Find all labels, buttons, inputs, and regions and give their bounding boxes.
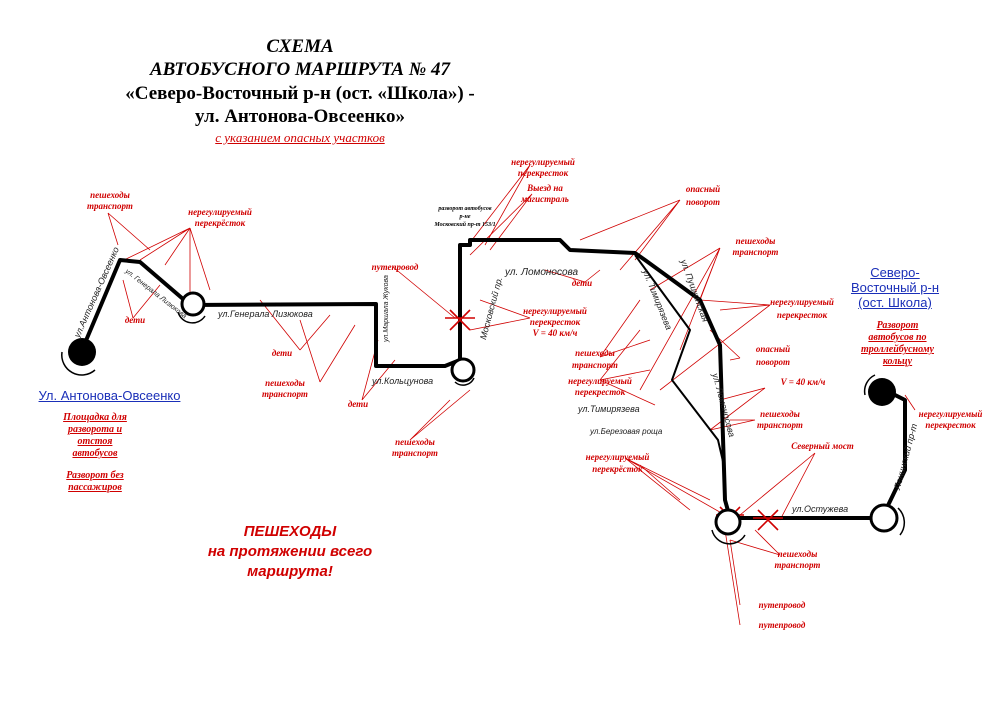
label-nereg-7a: нерегулируемый: [918, 409, 983, 419]
label-deti-4: дети: [571, 278, 593, 288]
label-nereg-5a: нерегулируемый: [568, 376, 632, 386]
route-number: АВТОБУСНОГО МАРШРУТА № 47: [149, 59, 450, 80]
label-ped-5: пешеходы: [575, 348, 615, 358]
note-start-5: Разворот без: [66, 470, 124, 481]
label-nereg-3a: нерегулируемый: [523, 306, 587, 316]
label-ped-4: пешеходы: [735, 236, 776, 246]
stop-circle-lizyukova: [180, 291, 206, 317]
warning-1: ПЕШЕХОДЫ: [243, 523, 337, 540]
label-speed-1: V = 40 км/ч: [532, 328, 578, 338]
label-nereg-4b: перекресток: [776, 310, 828, 320]
label-opasny-2b: поворот: [756, 357, 790, 367]
note-start-2: разворота и: [67, 424, 123, 435]
label-nereg-7b: перекресток: [925, 420, 976, 430]
label-nereg-2b: перекресток: [517, 168, 569, 178]
street-timiryazeva: ул.Тимирязева: [578, 404, 640, 414]
label-nereg-6a: нерегулируемый: [585, 452, 650, 462]
note-end-3: троллейбусному: [861, 344, 934, 355]
label-razvorot-2: р-не: [459, 214, 471, 220]
label-transport-5: транспорт: [572, 360, 618, 370]
label-ped-3: пешеходы: [395, 437, 435, 447]
label-opasny-1a: опасный: [685, 184, 721, 194]
scheme-title: СХЕМА: [266, 36, 334, 57]
route-name: «Северо-Восточный р-н (ост. «Школа») -: [125, 83, 475, 104]
stop-end-3: (ост. Школа): [858, 295, 932, 310]
label-deti-2: дети: [271, 348, 293, 358]
leader-lines: [107, 164, 916, 626]
street-kolzunova: ул.Кольцунова: [372, 376, 434, 386]
label-nereg-2a: нерегулируемый: [511, 157, 575, 167]
stop-circle-ostuzheva-e: [869, 503, 899, 533]
label-nereg-4a: нерегулируемый: [770, 297, 834, 307]
label-puteprovod-3: путепровод: [758, 620, 806, 630]
label-transport-2: транспорт: [262, 389, 308, 399]
label-vyezd-2: магистраль: [521, 194, 569, 204]
terminal-end: [868, 378, 896, 406]
label-puteprovod-2: путепровод: [758, 600, 806, 610]
label-puteprovod-1: путепровод: [371, 262, 419, 272]
label-ped-1: пешеходы: [90, 190, 130, 200]
street-lizyukova: ул.Генерала Лизюкова: [218, 309, 313, 319]
label-nereg-6b: перекрёсток: [592, 464, 643, 474]
stop-end-1: Северо-: [870, 265, 920, 280]
note-end-1: Разворот: [876, 320, 919, 331]
label-opasny-2a: опасный: [755, 344, 791, 354]
label-transport-3: транспорт: [392, 448, 438, 458]
stop-start: Ул. Антонова-Овсеенко: [38, 388, 181, 403]
note-start-1: Площадка для: [63, 412, 127, 423]
label-transport-4: транспорт: [732, 247, 779, 257]
label-razvorot-3: Московский пр-т 153/1: [434, 222, 496, 228]
label-severny: Северный мост: [791, 441, 854, 451]
label-nereg-5b: перекресток: [574, 387, 626, 397]
label-vyezd-1: Выезд на: [527, 183, 563, 193]
stop-end-2: Восточный р-н: [850, 280, 940, 295]
note-end-4: кольцу: [882, 356, 913, 367]
label-deti-3: дети: [347, 399, 369, 409]
label-ped-2: пешеходы: [265, 378, 305, 388]
label-ped-6: пешеходы: [760, 409, 800, 419]
stop-circle-ostuzheva-w: [714, 508, 742, 536]
label-transport-6: транспорт: [757, 420, 803, 430]
note-start-4: автобусов: [72, 448, 118, 459]
note-start-6: пассажиров: [68, 482, 122, 493]
label-nereg-1b: перекрёсток: [194, 218, 246, 228]
warning-3: маршрута!: [247, 563, 333, 580]
label-razvorot-1: разворот автобусов: [438, 206, 492, 212]
label-nereg-3b: перекресток: [529, 317, 581, 327]
note-end-2: автобусов по: [868, 332, 927, 343]
stop-circles: [180, 291, 899, 536]
warning-2: на протяжении всего: [207, 543, 373, 560]
label-nereg-1a: нерегулируемый: [188, 207, 252, 217]
stop-circle-moskovsky: [450, 357, 476, 383]
street-berezovaya: ул.Березовая роща: [590, 427, 663, 436]
label-speed-2: V = 40 км/ч: [780, 377, 826, 387]
note-start-3: отстоя: [77, 436, 113, 447]
terminal-start: [68, 338, 96, 366]
scheme-subtitle: с указанием опасных участков: [215, 130, 385, 145]
street-lomonosova-top: ул. Ломоносова: [505, 267, 579, 278]
turn-arrows: [61, 311, 906, 545]
label-deti-1: дети: [124, 315, 146, 325]
label-opasny-1b: поворот: [686, 197, 720, 207]
label-transport-7: транспорт: [774, 560, 821, 570]
route-name-end: ул. Антонова-Овсеенко»: [195, 106, 405, 127]
street-zhukova: ул.Маршала Жукова: [383, 275, 390, 342]
street-ostuzheva: ул.Остужева: [792, 504, 849, 514]
label-transport-1: транспорт: [87, 201, 133, 211]
label-ped-7: пешеходы: [777, 549, 818, 559]
